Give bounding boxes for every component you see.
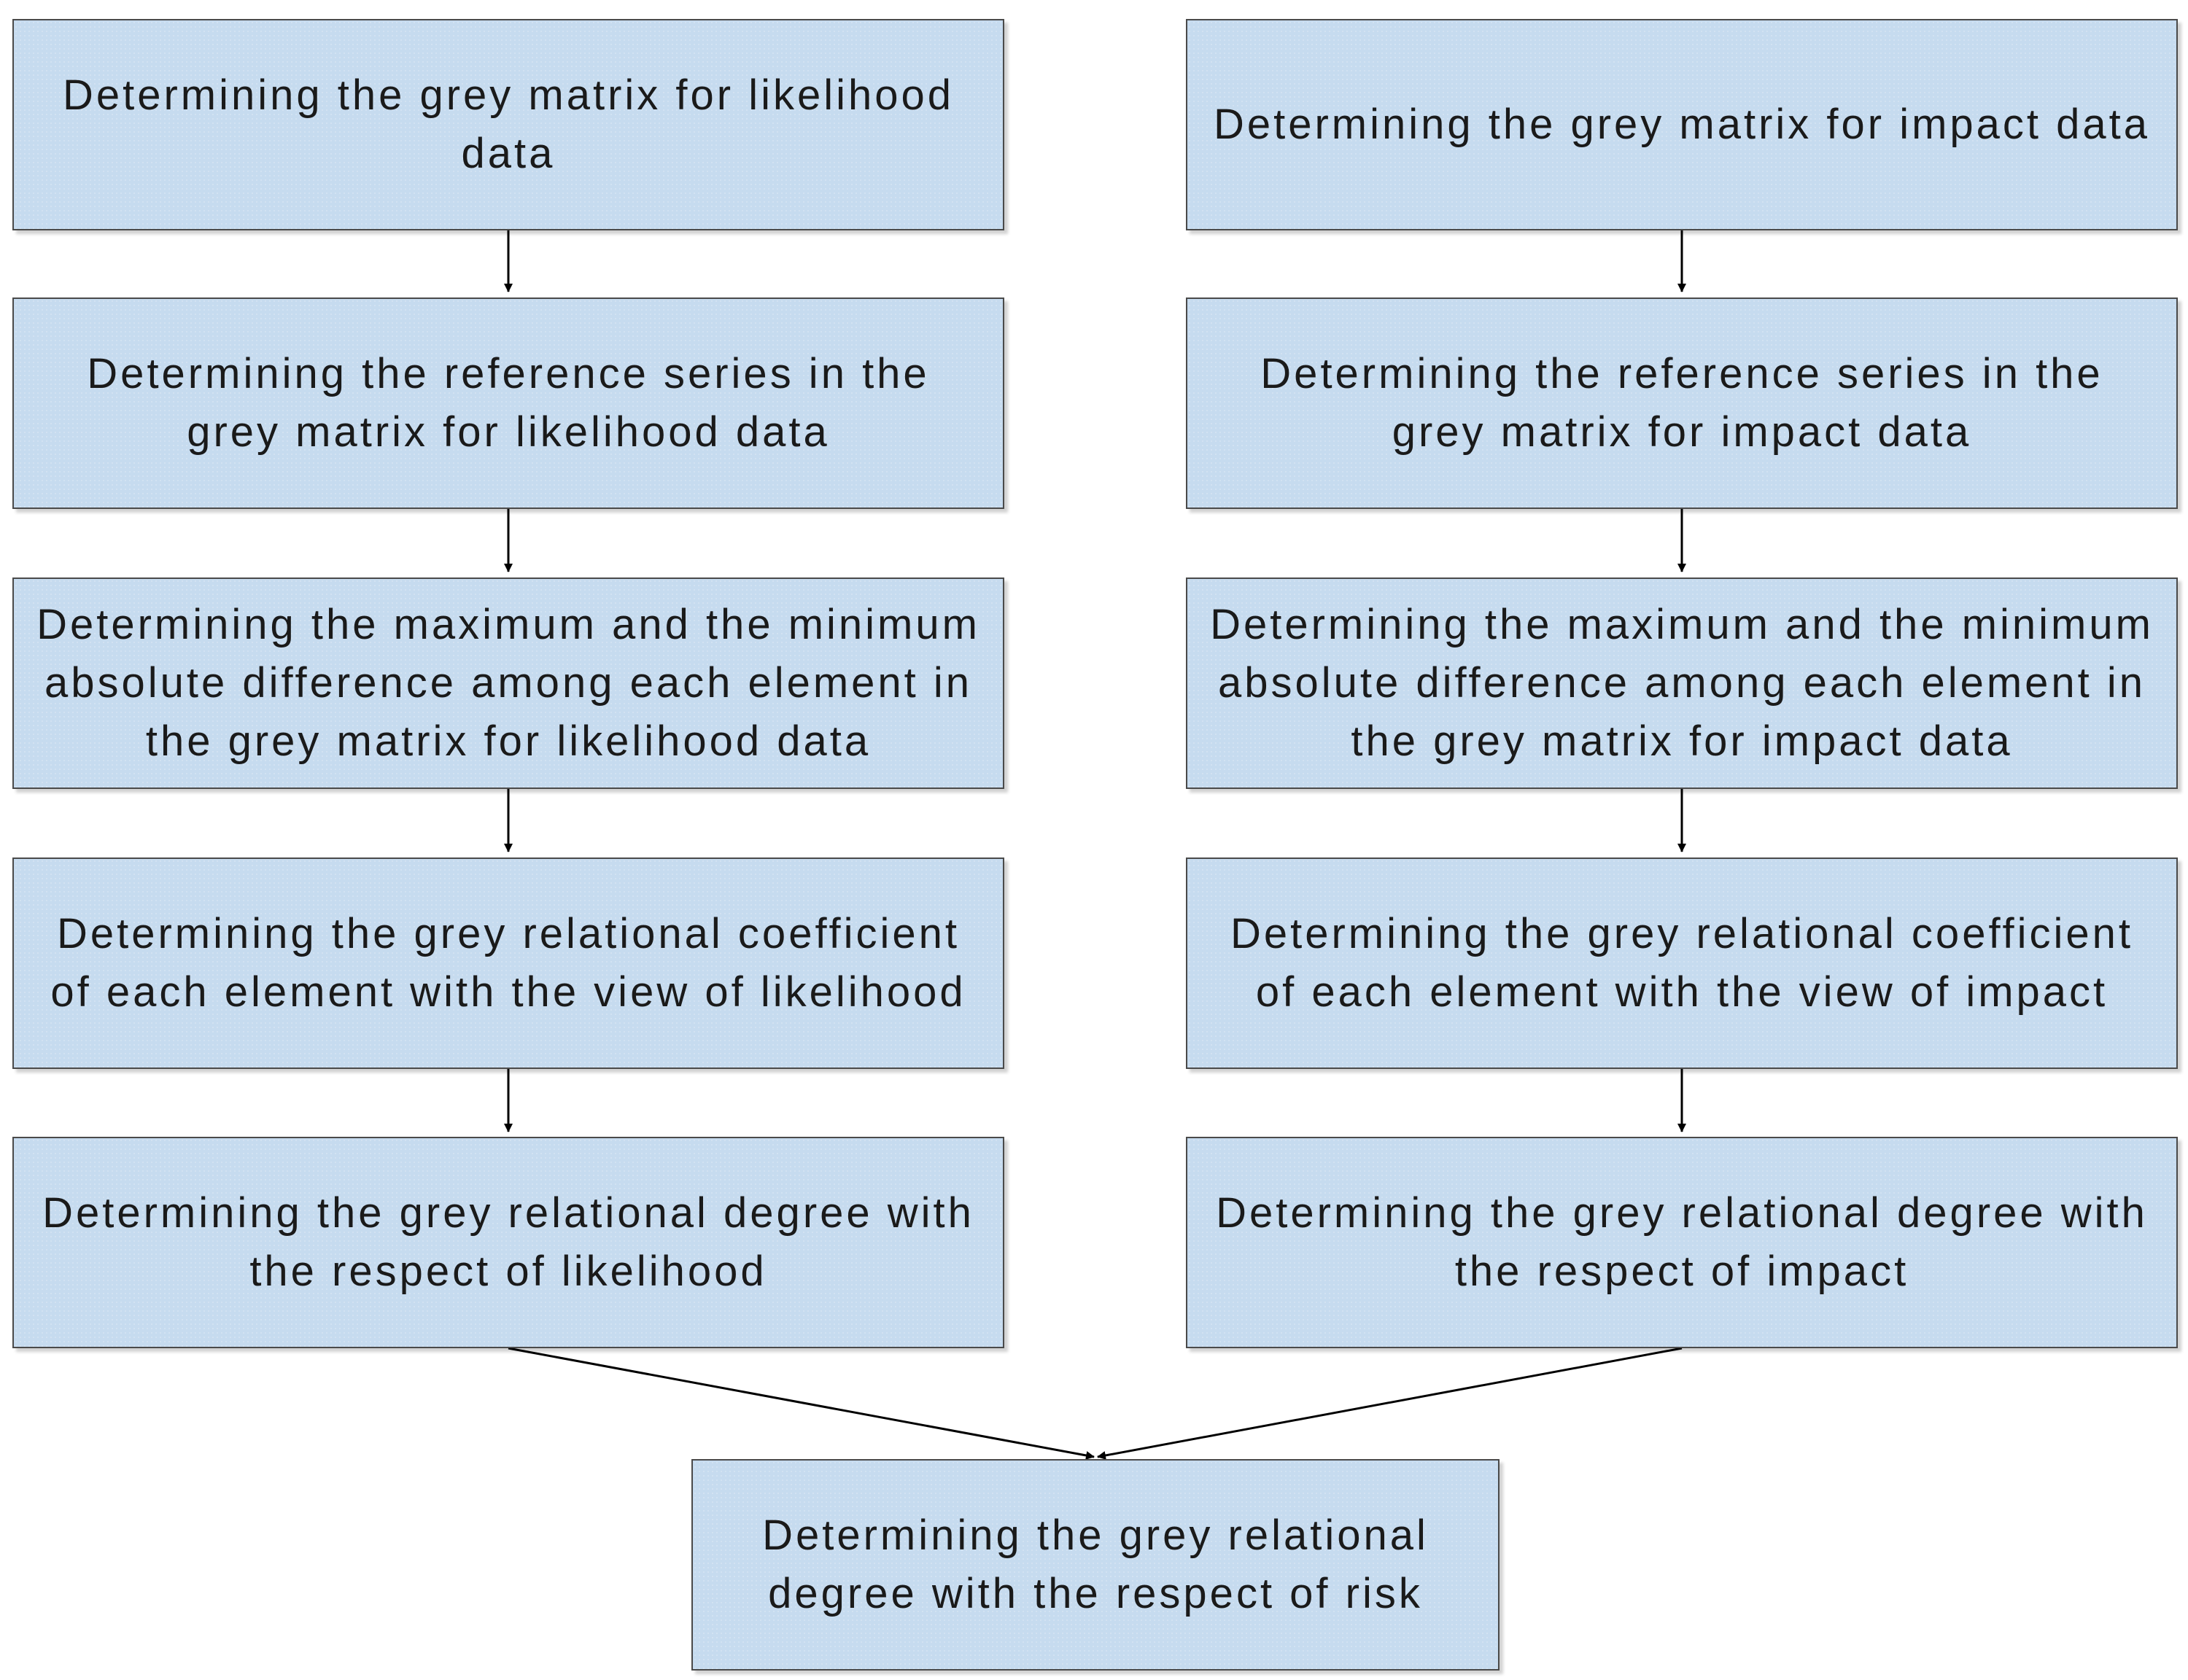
- arrow-left-to-final: [508, 1347, 1095, 1460]
- final-step-box: Determining the grey relational degree w…: [691, 1459, 1500, 1671]
- left-step-1-label: Determining the grey matrix for likeliho…: [62, 71, 955, 177]
- left-step-1-box: Determining the grey matrix for likeliho…: [12, 19, 1004, 230]
- left-step-4-label: Determining the grey relational coeffici…: [50, 910, 966, 1016]
- right-step-4-label: Determining the grey relational coeffici…: [1230, 910, 2134, 1016]
- left-step-2-label: Determining the reference series in the …: [87, 350, 930, 456]
- left-step-4-box: Determining the grey relational coeffici…: [12, 858, 1004, 1069]
- arrow-right-to-final: [1097, 1347, 1683, 1460]
- left-step-3-label: Determining the maximum and the minimum …: [36, 601, 980, 765]
- right-step-3-label: Determining the maximum and the minimum …: [1210, 601, 2154, 765]
- right-step-2-box: Determining the reference series in the …: [1186, 298, 2178, 509]
- right-step-4-box: Determining the grey relational coeffici…: [1186, 858, 2178, 1069]
- right-step-5-box: Determining the grey relational degree w…: [1186, 1137, 2178, 1348]
- right-step-1-box: Determining the grey matrix for impact d…: [1186, 19, 2178, 230]
- right-step-3-box: Determining the maximum and the minimum …: [1186, 578, 2178, 789]
- right-step-5-label: Determining the grey relational degree w…: [1216, 1189, 2148, 1295]
- left-step-5-box: Determining the grey relational degree w…: [12, 1137, 1004, 1348]
- final-step-label: Determining the grey relational degree w…: [762, 1512, 1429, 1617]
- left-step-5-label: Determining the grey relational degree w…: [42, 1189, 974, 1295]
- left-step-3-box: Determining the maximum and the minimum …: [12, 578, 1004, 789]
- right-step-1-label: Determining the grey matrix for impact d…: [1213, 101, 2151, 148]
- right-step-2-label: Determining the reference series in the …: [1260, 350, 2103, 456]
- left-step-2-box: Determining the reference series in the …: [12, 298, 1004, 509]
